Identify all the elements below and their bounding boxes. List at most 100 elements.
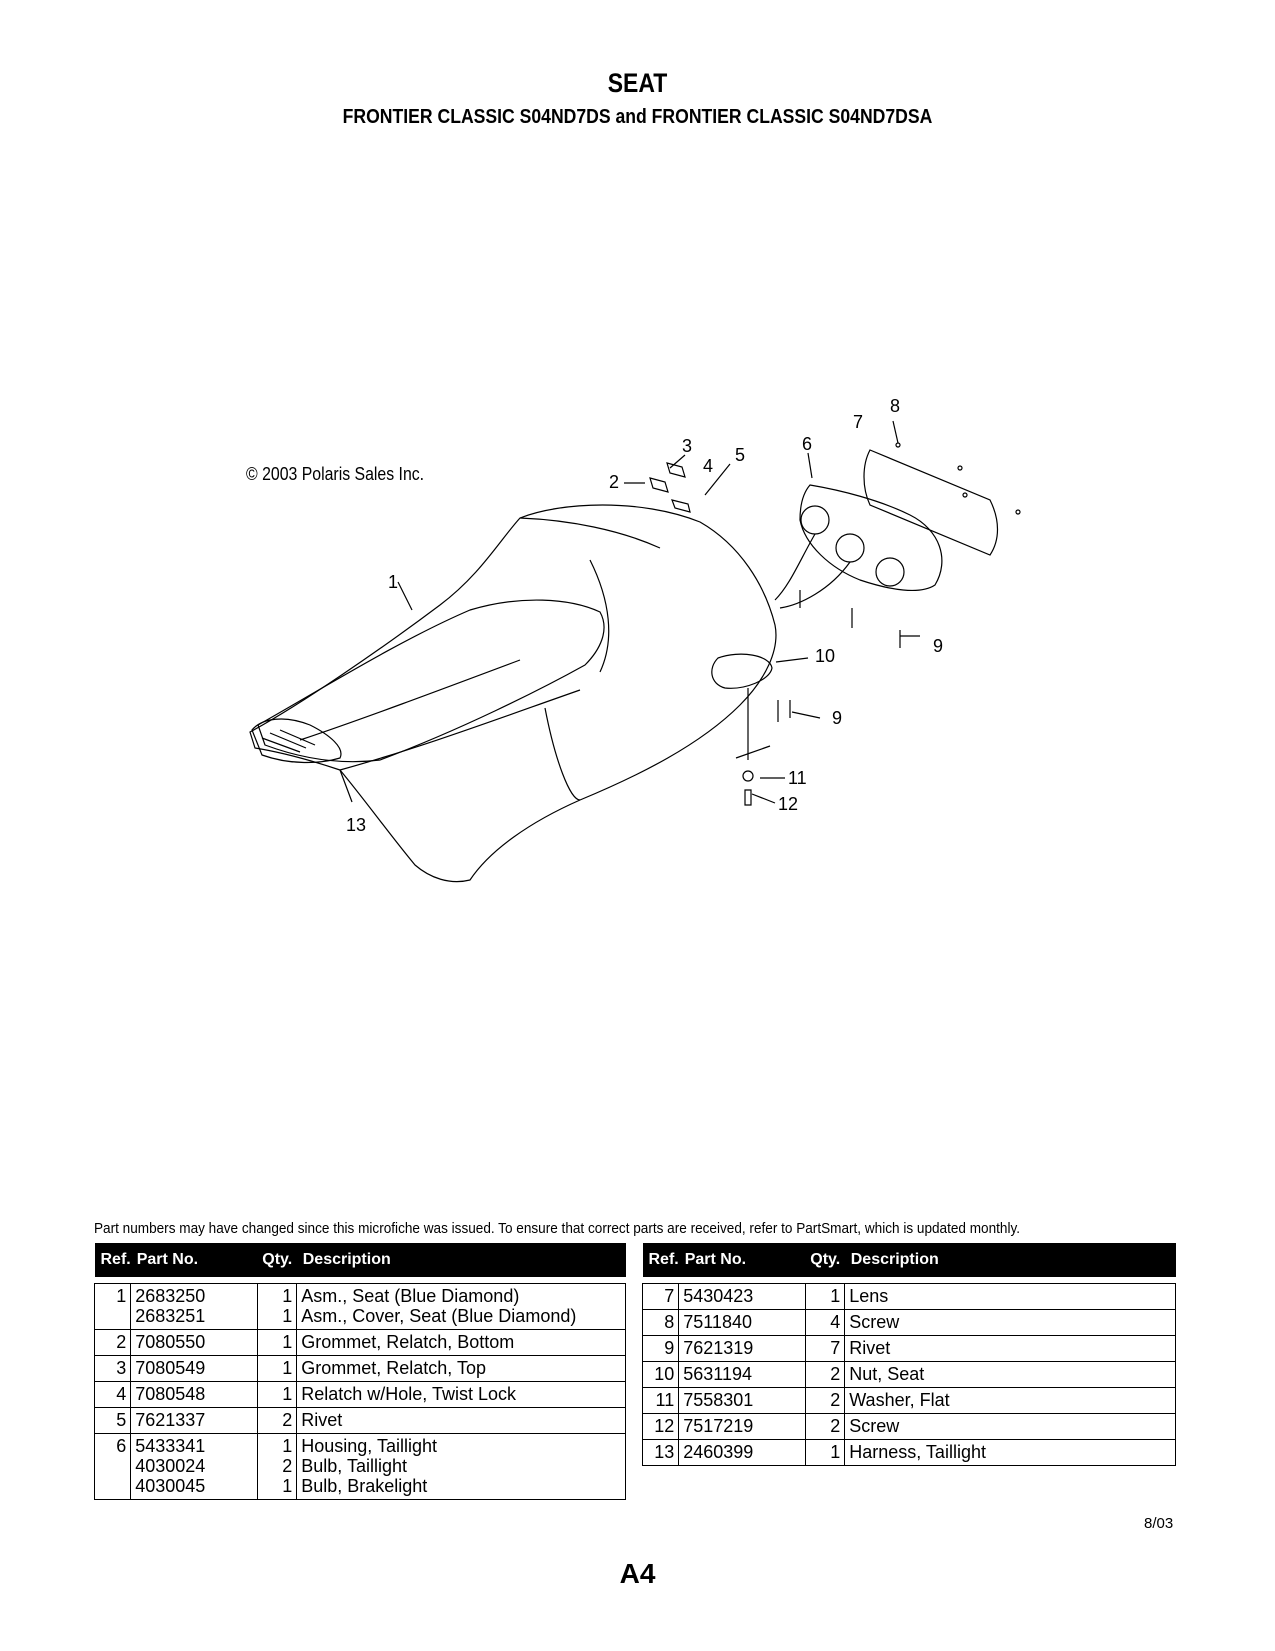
description-text: Bulb, Taillight [301,1456,407,1476]
callout-3: 3 [682,436,692,456]
callout-9a: 9 [933,636,943,656]
description-text: Washer, Flat [849,1390,950,1410]
grommet-bottom [649,477,669,493]
description-text: Asm., Seat (Blue Diamond) [301,1286,520,1306]
part-no-text: 2460399 [683,1442,754,1462]
description-cell: Lens [844,1283,1176,1310]
seat-nut-plate [711,653,773,689]
date-code: 8/03 [1144,1515,1174,1532]
qty-text: 2 [282,1456,293,1476]
part-no-cell: 2460399 [678,1439,807,1466]
callout-7: 7 [853,412,863,432]
header-qty: Qty. [805,1243,845,1277]
ref-cell: 1 [93,1283,132,1330]
qty-cell: 7 [805,1335,846,1362]
ref-cell: 13 [641,1439,680,1466]
grommet-top [666,462,686,478]
callout-1: 1 [388,572,398,592]
description-text: Rivet [849,1338,891,1358]
relatch [671,499,691,513]
table-header-row: Ref. Part No. Qty. Description [94,1243,626,1277]
callout-11: 11 [788,768,807,788]
description-text: Asm., Cover, Seat (Blue Diamond) [301,1306,577,1326]
part-no-text: 7080548 [135,1384,206,1404]
part-no-text: 2683250 [135,1286,206,1306]
part-no-cell: 7517219 [678,1413,807,1440]
ref-cell: 6 [93,1433,132,1500]
qty-text: 2 [282,1410,293,1430]
description-text: Lens [849,1286,889,1306]
qty-cell: 1 [257,1381,298,1408]
description-cell: Relatch w/Hole, Twist Lock [296,1381,626,1408]
callout-10: 10 [815,646,835,666]
description-text: Grommet, Relatch, Bottom [301,1332,515,1352]
ref-cell: 7 [641,1283,680,1310]
part-no-cell: 5430423 [678,1283,807,1310]
qty-text: 1 [282,1476,293,1496]
part-no-cell: 7621337 [130,1407,259,1434]
description-cell: Screw [844,1309,1176,1336]
qty-cell: 2 [805,1413,846,1440]
qty-text: 1 [282,1436,293,1456]
part-no-cell: 7558301 [678,1387,807,1414]
seat-body [249,504,777,883]
part-no-cell: 7080548 [130,1381,259,1408]
header-ref: Ref. [642,1243,679,1277]
part-no-text: 5430423 [683,1286,754,1306]
header-part-no: Part No. [678,1243,806,1277]
qty-cell: 2 [805,1387,846,1414]
header-part-no: Part No. [130,1243,258,1277]
qty-text: 1 [830,1286,841,1306]
description-cell: Grommet, Relatch, Bottom [296,1329,626,1356]
header-description: Description [844,1243,1176,1277]
part-no-cell: 7511840 [678,1309,807,1336]
qty-cell: 1 [805,1439,846,1466]
part-no-text: 5433341 [135,1436,206,1456]
page-number: A4 [619,1558,656,1589]
qty-text: 1 [282,1306,293,1326]
qty-text: 1 [282,1384,293,1404]
taillight-housing [799,484,943,591]
qty-cell: 1 [257,1355,298,1382]
description-text: Screw [849,1312,900,1332]
callout-8: 8 [890,396,900,416]
page-title: SEAT [607,68,668,98]
description-cell: Grommet, Relatch, Top [296,1355,626,1382]
part-no-text: 5631194 [683,1364,752,1384]
part-no-text: 4030024 [135,1456,206,1476]
callout-6: 6 [802,434,812,454]
description-cell: Screw [844,1413,1176,1440]
callout-12: 12 [778,794,798,814]
page-subtitle: FRONTIER CLASSIC S04ND7DS and FRONTIER C… [342,106,933,128]
qty-text: 4 [830,1312,841,1332]
qty-text: 1 [282,1332,293,1352]
seat-rear-pocket [251,718,342,764]
description-text: Grommet, Relatch, Top [301,1358,486,1378]
callout-5: 5 [735,445,745,465]
part-no-text: 2683251 [135,1306,206,1326]
part-no-cell: 7080549 [130,1355,259,1382]
header-ref: Ref. [94,1243,131,1277]
table-header-row: Ref. Part No. Qty. Description [642,1243,1176,1277]
qty-cell: 4 [805,1309,846,1336]
part-no-cell: 7080550 [130,1329,259,1356]
callout-2: 2 [609,472,619,492]
callout-4: 4 [703,456,713,476]
seat-cushion [257,599,605,763]
ref-cell: 9 [641,1335,680,1362]
ref-cell: 4 [93,1381,132,1408]
description-text: Housing, Taillight [301,1436,437,1456]
ref-cell: 10 [641,1361,680,1388]
